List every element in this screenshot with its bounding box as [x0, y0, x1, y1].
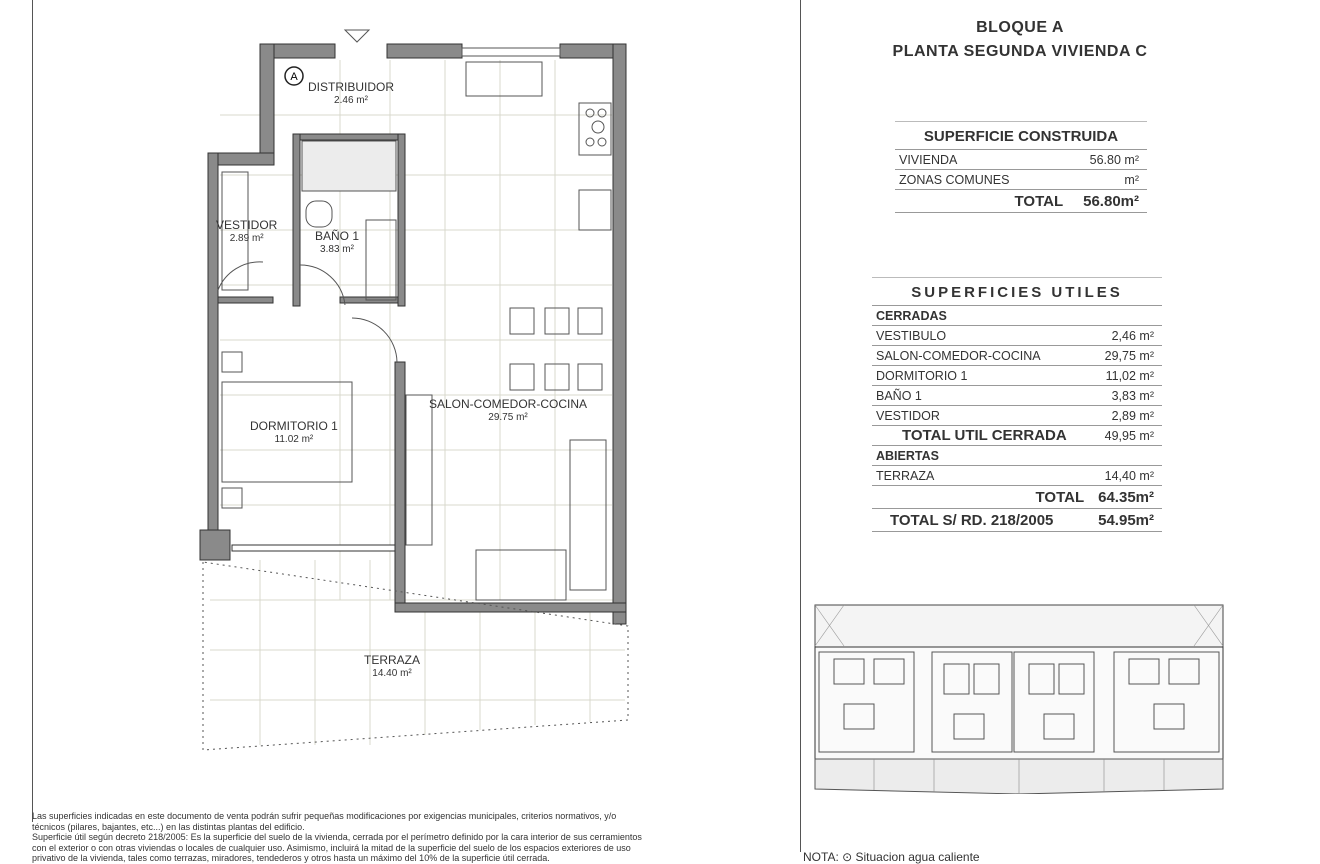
- wardrobe: [221, 171, 249, 291]
- row-label: VESTIDOR: [876, 408, 940, 423]
- shower: [301, 140, 397, 192]
- row-value: 49,95 m²: [1104, 428, 1154, 443]
- left-border-line: [32, 0, 33, 822]
- note-text: Superficie útil según decreto 218/2005: …: [32, 832, 642, 864]
- cooktop: [578, 102, 612, 156]
- table-row: DORMITORIO 1 11,02 m²: [872, 366, 1162, 386]
- total-rd-row: TOTAL S/ RD. 218/2005 54.95m²: [872, 509, 1162, 532]
- total-row: TOTAL 64.35m²: [872, 486, 1162, 509]
- room-area: 14.40 m²: [372, 668, 412, 679]
- washbasin: [365, 219, 397, 301]
- table-row: VIVIENDA 56.80 m²: [895, 150, 1147, 170]
- entrance-marker: [343, 29, 371, 43]
- room-name: BAÑO 1: [315, 229, 360, 243]
- table-row: SALON-COMEDOR-COCINA 29,75 m²: [872, 346, 1162, 366]
- row-label: VESTIBULO: [876, 328, 947, 343]
- toilet: [305, 200, 333, 228]
- fixtures: [202, 29, 629, 751]
- row-label: VIVIENDA: [899, 152, 958, 167]
- row-value: 3,83 m²: [1111, 388, 1154, 403]
- utiles-table: SUPERFICIES UTILES CERRADAS VESTIBULO 2,4…: [872, 277, 1162, 532]
- row-value: 14,40 m²: [1104, 468, 1154, 483]
- table-row: ZONAS COMUNES m²: [895, 170, 1147, 190]
- row-value: 56.80m²: [1083, 192, 1139, 210]
- walls: [199, 43, 627, 625]
- row-value: 2,89 m²: [1111, 408, 1154, 423]
- row-label: TOTAL S/ RD. 218/2005: [890, 511, 1054, 529]
- room-area: 29.75 m²: [488, 412, 528, 423]
- water-heater-marker: [284, 66, 304, 86]
- room-area: 2.89 m²: [229, 233, 264, 244]
- section-cerradas: CERRADAS: [872, 306, 1162, 326]
- row-label: TOTAL: [1014, 192, 1064, 210]
- total-row: TOTAL 56.80m²: [895, 190, 1147, 213]
- utiles-title: SUPERFICIES UTILES: [872, 277, 1162, 306]
- row-value: 2,46 m²: [1111, 328, 1154, 343]
- disclaimer-notes: Las superficies indicadas en este docume…: [32, 811, 642, 864]
- note-text: Las superficies indicadas en este docume…: [32, 811, 617, 832]
- row-value: 11,02 m²: [1105, 368, 1154, 383]
- table-row: VESTIDOR 2,89 m²: [872, 406, 1162, 426]
- room-area: 2.46 m²: [334, 95, 368, 106]
- row-value: 64.35m²: [1098, 488, 1154, 506]
- construida-table: SUPERFICIE CONSTRUIDA VIVIENDA 56.80 m² Z…: [895, 121, 1147, 213]
- room-name: DISTRIBUIDOR: [308, 80, 395, 94]
- row-value: 56.80 m²: [1089, 152, 1139, 167]
- nota-text: NOTA: ⊙ Situacion agua caliente: [803, 850, 980, 864]
- room-name: VESTIDOR: [216, 218, 278, 232]
- row-label: DORMITORIO 1: [876, 368, 968, 383]
- table-row: VESTIBULO 2,46 m²: [872, 326, 1162, 346]
- key-plan: [814, 604, 1224, 794]
- marker-label: A: [290, 71, 298, 83]
- total-cerrada-row: TOTAL UTIL CERRADA 49,95 m²: [872, 426, 1162, 446]
- row-label: TOTAL UTIL CERRADA: [902, 427, 1067, 444]
- room-area: 3.83 m²: [320, 244, 354, 255]
- bed: [221, 381, 353, 483]
- room-name: SALON-COMEDOR-COCINA: [429, 397, 588, 411]
- room-area: 11.02 m²: [274, 434, 314, 445]
- divider-line: [800, 0, 801, 852]
- room-name: TERRAZA: [364, 653, 421, 667]
- section-abiertas: ABIERTAS: [872, 446, 1162, 466]
- table-row: BAÑO 1 3,83 m²: [872, 386, 1162, 406]
- row-label: TOTAL: [1035, 488, 1085, 506]
- row-label: BAÑO 1: [876, 388, 922, 403]
- row-label: TERRAZA: [876, 468, 935, 483]
- floor-grid: [210, 60, 625, 745]
- row-value: m²: [1124, 172, 1139, 187]
- table-row: TERRAZA 14,40 m²: [872, 466, 1162, 486]
- block-title: BLOQUE A: [976, 19, 1064, 36]
- room-name: DORMITORIO 1: [250, 419, 338, 433]
- unit-title: PLANTA SEGUNDA VIVIENDA C: [892, 43, 1148, 60]
- row-value: 29,75 m²: [1104, 348, 1154, 363]
- row-label: ZONAS COMUNES: [899, 172, 1010, 187]
- tv-unit: [405, 394, 433, 546]
- row-value: 54.95m²: [1098, 511, 1154, 529]
- sofa: [569, 439, 607, 591]
- row-label: SALON-COMEDOR-COCINA: [876, 348, 1041, 363]
- sink: [465, 61, 543, 97]
- floor-plan: A: [199, 29, 629, 751]
- construida-title: SUPERFICIE CONSTRUIDA: [895, 121, 1147, 150]
